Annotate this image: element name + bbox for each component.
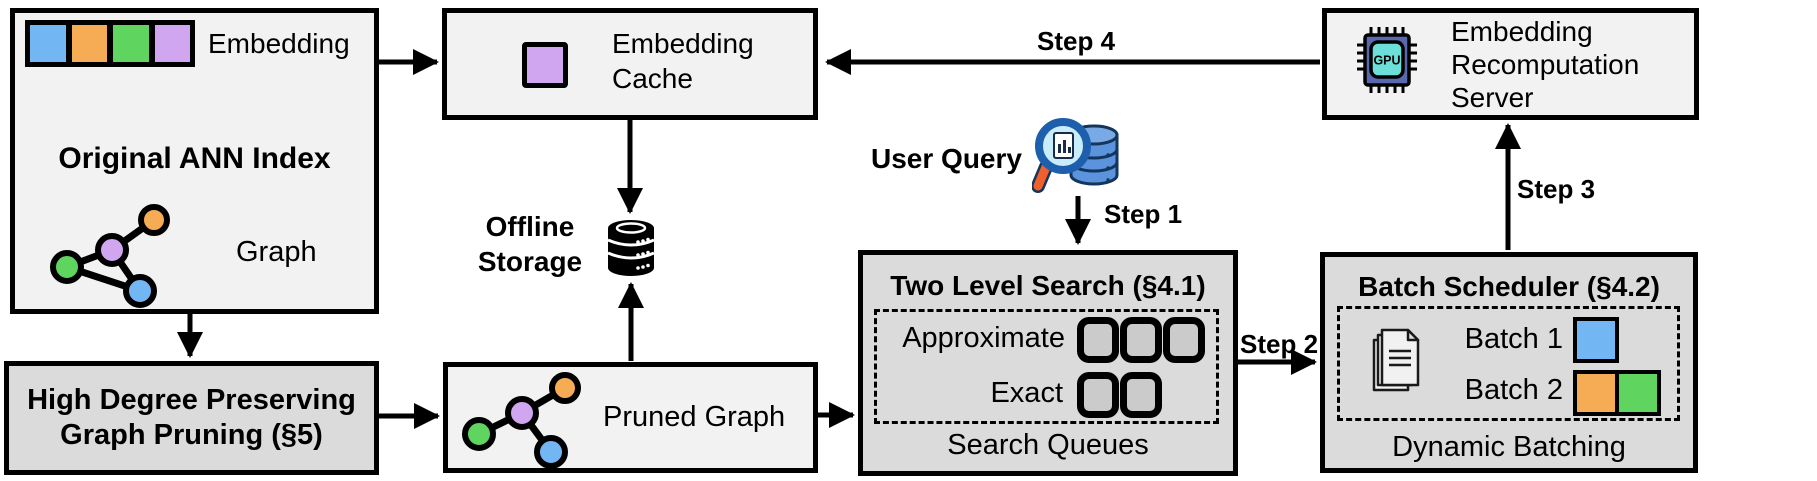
embedding-cache-box: Embedding Cache [442,8,818,120]
documents-icon [1372,328,1420,392]
ann-index-title: Original ANN Index [58,142,331,175]
queue-slot [1077,372,1119,418]
queue-slot [1120,317,1162,363]
batch-scheduler-title: Batch Scheduler (§4.2) [1358,271,1660,302]
search-queues-label: Search Queues [947,429,1149,461]
batch1-chip [1573,317,1619,363]
batch-scheduler-box: Batch Scheduler (§4.2) Batch 1 Batch 2 D… [1320,252,1698,473]
magnifier-part [1032,118,1091,193]
ann-index-box: Embedding Original ANN Index Graph [10,8,379,314]
batch2-label: Batch 2 [1464,374,1563,406]
graph-pruning-line2: Graph Pruning (§5) [60,419,323,451]
gpu-chip-icon: GPU [1357,27,1417,93]
graph-label: Graph [236,236,317,268]
search-queues-dashed-box [874,309,1219,424]
graph-pruning-line1: High Degree Preserving [27,384,356,416]
two-level-search-box: Two Level Search (§4.1) Approximate Exac… [858,250,1238,476]
server-label-line2: Recomputation [1451,49,1640,80]
offline-storage-label: Offline Storage [477,211,583,277]
gpu-text: GPU [1373,54,1400,68]
embedding-vector-icon [25,20,195,67]
pruned-graph-icon [462,372,581,469]
recomputation-server-box: GPU Embedding Recomputation Server [1322,8,1699,120]
graph-pruning-box: High Degree Preserving Graph Pruning (§5… [4,361,379,475]
queue-slot [1163,317,1205,363]
step3-label: Step 3 [1517,174,1596,204]
dynamic-batching-label: Dynamic Batching [1392,431,1626,463]
exact-queue-slots [1077,372,1162,418]
vector-cell-purple [154,25,190,62]
batch2-chip [1573,370,1661,416]
vector-cell-orange [71,25,107,62]
server-label-line3: Server [1451,82,1534,113]
batch2-cell-green [1619,374,1657,412]
two-level-search-title: Two Level Search (§4.1) [890,270,1206,301]
batch1-label: Batch 1 [1464,323,1563,355]
step1-label: Step 1 [1104,199,1183,229]
batch1-cell-blue [1577,321,1615,359]
recomputation-server-label: Embedding Recomputation Server [1451,15,1639,114]
vector-cell-blue [30,25,66,62]
database-icon [607,220,655,276]
query-magnifier-icon [1032,118,1119,193]
queue-slot [1120,372,1162,418]
step2-label: Step 2 [1240,329,1319,359]
vector-cell-green [113,25,149,62]
batch2-cell-orange [1577,374,1615,412]
embedding-label: Embedding [208,28,350,59]
approximate-label: Approximate [902,322,1065,354]
pruned-graph-box: Pruned Graph [443,362,818,473]
queue-slot [1077,317,1119,363]
exact-label: Exact [990,377,1063,409]
server-label-line1: Embedding [1451,16,1593,47]
embedding-cache-label: Embedding Cache [612,28,754,94]
cached-embedding-icon [522,42,568,88]
step4-label: Step 4 [1037,26,1116,56]
dynamic-batching-dashed-box [1337,306,1680,421]
approximate-queue-slots [1077,317,1205,363]
user-query-label: User Query [871,143,1022,174]
graph-icon [50,204,170,308]
pruned-graph-label: Pruned Graph [603,401,786,433]
